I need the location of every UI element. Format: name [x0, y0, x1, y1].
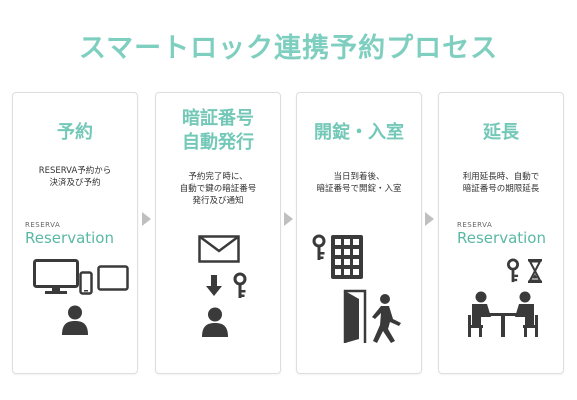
down-arrow-icon: [206, 275, 222, 296]
step-card-extension: 延長 利用延長時、自動で 暗証番号の期限延長 RESERVA Reservati…: [438, 92, 564, 374]
key-icon: [507, 258, 519, 283]
step-description: RESERVA予約から 決済及び予約: [17, 165, 133, 189]
desc-line: RESERVA予約から: [38, 166, 112, 176]
monitor-icon: [33, 259, 79, 294]
desc-line: 決済及び予約: [49, 178, 101, 188]
heading-line: 自動発行: [182, 132, 254, 153]
step-heading: 延長: [439, 121, 563, 145]
desc-line: 暗証番号で開錠・入室: [316, 184, 402, 194]
envelope-icon: [198, 235, 240, 263]
meeting-icon: [468, 291, 538, 337]
hourglass-icon: [528, 259, 542, 283]
desc-line: 当日到着後、: [333, 172, 385, 182]
key-icon: [312, 234, 326, 260]
flow-arrow: [284, 212, 293, 226]
flow-arrow: [142, 212, 151, 226]
person-icon: [202, 307, 228, 337]
flow-arrow: [425, 212, 434, 226]
step-heading: 予約: [13, 121, 137, 145]
door-exit-icon: [343, 289, 401, 343]
step-card-unlock-entry: 開錠・入室 当日到着後、 暗証番号で開錠・入室: [296, 92, 422, 374]
step-heading: 暗証番号 自動発行: [156, 107, 280, 155]
step-card-pin-issue: 暗証番号 自動発行 予約完了時に、 自動で鍵の暗証番号 発行及び通知: [155, 92, 281, 374]
heading-line: 予約: [57, 122, 93, 143]
step-card-reservation: 予約 RESERVA予約から 決済及び予約 RESERVA Reservatio…: [12, 92, 138, 374]
desc-line: 暗証番号の期限延長: [462, 184, 540, 194]
tablet-icon: [97, 265, 129, 291]
heading-line: 延長: [483, 122, 519, 143]
desc-line: 発行及び通知: [192, 196, 244, 206]
desc-line: 利用延長時、自動で: [462, 172, 540, 182]
keypad-icon: [331, 235, 363, 279]
page-title: スマートロック連携予約プロセス: [78, 33, 499, 64]
person-icon: [62, 305, 88, 335]
brand-label-small: RESERVA: [25, 221, 61, 229]
brand-label-reservation: Reservation: [25, 229, 114, 247]
desc-line: 予約完了時に、: [188, 172, 248, 182]
heading-line: 暗証番号: [182, 108, 254, 129]
step-heading: 開錠・入室: [297, 121, 421, 145]
heading-line: 開錠・入室: [314, 122, 404, 143]
brand-label-reservation: Reservation: [457, 229, 546, 247]
step-description: 当日到着後、 暗証番号で開錠・入室: [301, 171, 417, 195]
brand-label-small: RESERVA: [457, 221, 493, 229]
desc-line: 自動で鍵の暗証番号: [179, 184, 257, 194]
step-description: 予約完了時に、 自動で鍵の暗証番号 発行及び通知: [160, 171, 276, 207]
smartphone-icon: [79, 271, 93, 295]
key-icon: [233, 272, 247, 298]
step-description: 利用延長時、自動で 暗証番号の期限延長: [443, 171, 559, 195]
